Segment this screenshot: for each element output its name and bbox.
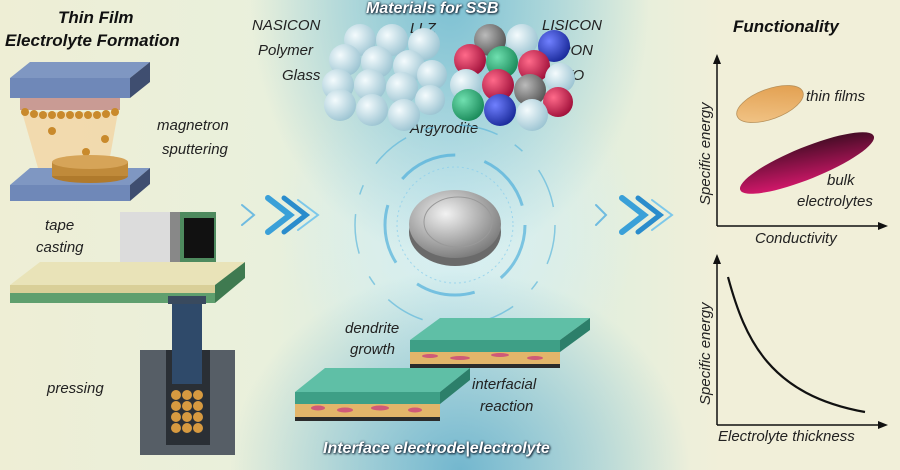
material-lisicon: LISICON: [542, 17, 603, 34]
method-label-sputtering: sputtering: [162, 141, 228, 158]
label-dendrite: dendrite: [345, 320, 400, 337]
method-label-magnetron: magnetron: [157, 117, 229, 134]
bulk-electrolytes-region: [739, 132, 875, 194]
left-title-line1: Thin Film: [58, 8, 134, 27]
chart-top-xlabel: Conductivity: [755, 230, 837, 247]
energy-thickness-curve: [726, 276, 866, 414]
material-glass: Glass: [282, 67, 321, 84]
method-label-tape: tape: [45, 217, 75, 234]
label-electrolytes: electrolytes: [797, 193, 873, 210]
material-nasicon: NASICON: [252, 17, 321, 34]
functionality-title: Functionality: [733, 17, 839, 36]
method-label-pressing: pressing: [47, 380, 104, 397]
materials-title: Materials for SSB: [366, 0, 499, 17]
material-polymer: Polymer: [258, 42, 314, 59]
label-reaction: reaction: [480, 398, 534, 415]
interface-title: Interface electrode|electrolyte: [323, 440, 550, 457]
chart-bottom-ylabel: Specific energy: [697, 302, 714, 405]
left-title-line2: Electrolyte Formation: [5, 31, 180, 50]
label-thin-films: thin films: [806, 88, 866, 105]
label-growth: growth: [350, 341, 396, 358]
method-label-casting: casting: [36, 239, 84, 256]
chart-bottom-xlabel: Electrolyte thickness: [718, 428, 855, 445]
label-bulk: bulk: [827, 172, 855, 189]
label-interfacial: interfacial: [472, 376, 537, 393]
material-argyrodite: Argyrodite: [410, 120, 479, 137]
thin-films-region: [736, 85, 804, 123]
